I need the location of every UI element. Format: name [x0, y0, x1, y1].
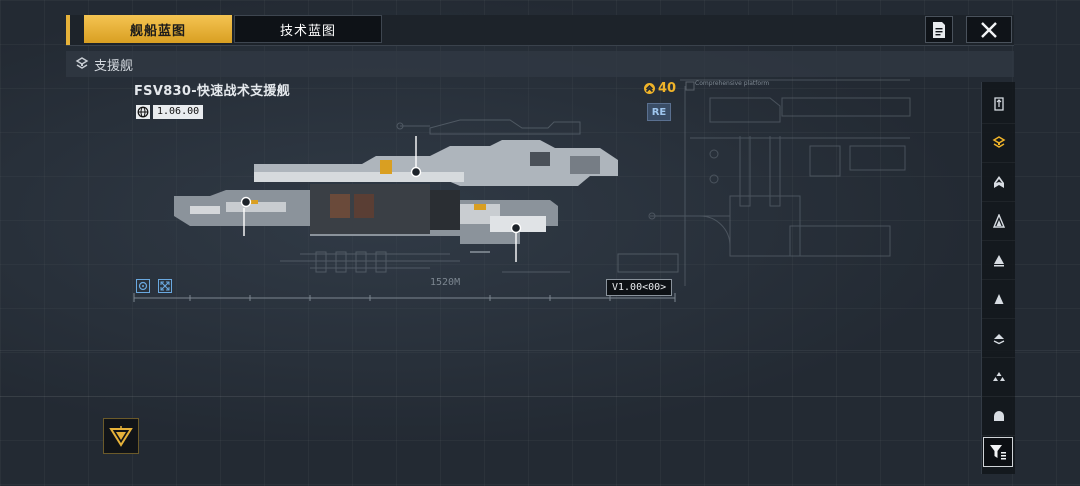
- close-icon: [981, 21, 997, 38]
- ship-version-code: 1.06.00: [153, 104, 204, 119]
- expand-view-button[interactable]: [158, 279, 172, 293]
- support-class-icon: [75, 57, 89, 69]
- battlecruiser-class-icon: [992, 213, 1005, 228]
- rail-item-corvette[interactable]: [982, 357, 1015, 397]
- ship-cost: 40: [643, 81, 676, 96]
- tab-ship-blueprint[interactable]: 舰船蓝图: [84, 15, 232, 43]
- schematic-panel-title: Comprehensive platform: [695, 80, 770, 87]
- ship-cost-value: 40: [658, 81, 677, 96]
- top-schematic: [280, 119, 679, 273]
- all-classes-icon: [993, 96, 1004, 111]
- focus-target-button[interactable]: [136, 279, 150, 293]
- rail-item-support[interactable]: [982, 123, 1015, 163]
- ship-length: 1520M: [430, 277, 461, 288]
- rail-item-cruiser[interactable]: [982, 240, 1015, 280]
- blueprint-version-tag: V1.00<00>: [606, 279, 673, 296]
- document-icon: [933, 21, 945, 38]
- ship-version-chip: 1.06.00: [136, 104, 204, 119]
- category-strip: 支援舰: [66, 51, 1014, 77]
- background-stripe: [0, 350, 1080, 351]
- rail-item-battlecruiser[interactable]: [982, 201, 1015, 241]
- scale-bar: [133, 293, 676, 302]
- filter-icon: [990, 445, 1006, 460]
- rarity-badge: RE: [647, 103, 671, 121]
- cruiser-class-icon: [993, 254, 1004, 266]
- filter-button[interactable]: [983, 437, 1013, 467]
- category-label: 支援舰: [94, 58, 134, 74]
- rail-item-carrier[interactable]: [982, 162, 1015, 202]
- support-class-icon: [992, 135, 1005, 148]
- fleet-emblem-icon: [109, 426, 133, 447]
- target-icon: [138, 281, 148, 291]
- ship-class-filter-rail: [981, 82, 1015, 474]
- close-button[interactable]: [966, 16, 1012, 43]
- command-point-icon: [644, 83, 655, 94]
- side-schematic: [648, 79, 911, 286]
- tab-accent-bar: [66, 15, 70, 45]
- ship-blueprint-view[interactable]: Comprehensive platform: [130, 76, 930, 306]
- carrier-class-icon: [993, 175, 1004, 188]
- blueprint-svg: [133, 79, 911, 302]
- ship-name: FSV830-快速战术支援舰: [134, 84, 291, 99]
- expand-icon: [160, 281, 170, 291]
- info-document-button[interactable]: [925, 16, 953, 43]
- hardpoint-markers: [240, 136, 522, 262]
- corvette-class-icon: [992, 371, 1005, 381]
- rail-item-station[interactable]: [982, 396, 1015, 436]
- frigate-class-icon: [993, 333, 1004, 344]
- tab-tech-blueprint[interactable]: 技术蓝图: [234, 15, 382, 43]
- rail-item-all[interactable]: [982, 84, 1015, 124]
- fleet-emblem-button[interactable]: [103, 418, 139, 454]
- background-stripe: [0, 396, 1080, 397]
- destroyer-class-icon: [994, 293, 1003, 304]
- rail-item-frigate[interactable]: [982, 318, 1015, 358]
- rail-item-destroyer[interactable]: [982, 279, 1015, 319]
- ship-model: [174, 140, 618, 244]
- globe-icon: [136, 104, 150, 119]
- station-class-icon: [993, 410, 1004, 421]
